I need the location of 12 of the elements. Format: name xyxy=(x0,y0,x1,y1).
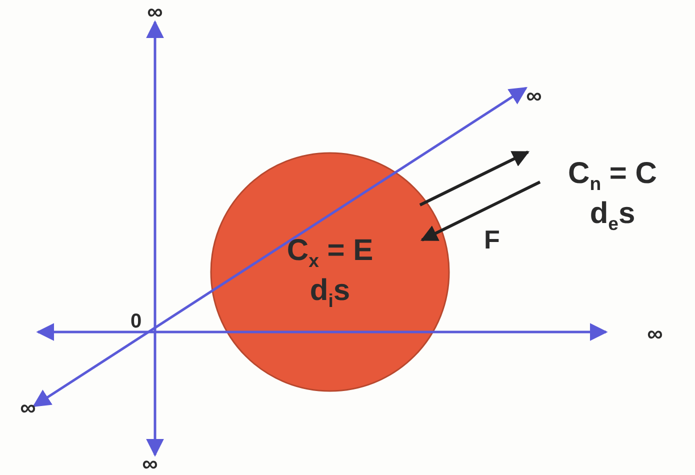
infinity-symbol: ∞ xyxy=(526,83,542,109)
origin-label: 0 xyxy=(130,310,142,334)
infinity-symbol: ∞ xyxy=(20,395,36,421)
equation-text: d$_{e}$s xyxy=(590,196,636,236)
equation-text: C$_{x}$ = E xyxy=(286,232,374,272)
infinity-symbol: ∞ xyxy=(142,451,158,475)
force-label: F xyxy=(484,224,500,256)
equation-text: d$_{i}$s xyxy=(310,273,350,312)
arrow xyxy=(420,180,541,242)
infinity-symbol: ∞ xyxy=(147,0,163,25)
infinity-symbol: ∞ xyxy=(647,321,663,347)
equation-text: C$_{n}$ = C xyxy=(568,156,657,195)
